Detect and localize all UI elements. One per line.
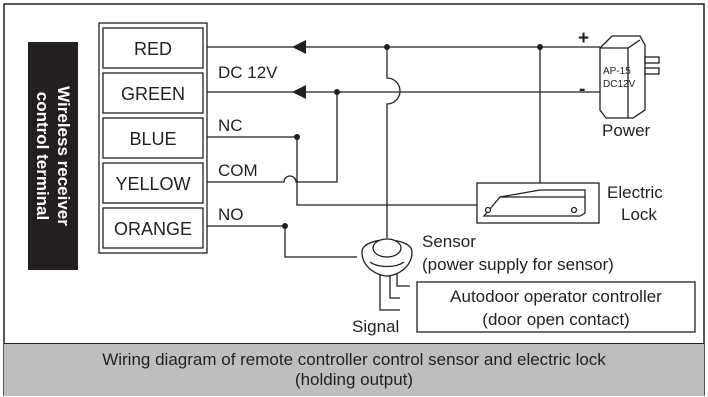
junctions [282,44,543,229]
lock-label-2: Lock [621,205,657,224]
controller-box [416,281,696,333]
arrow-left-icon [292,85,306,99]
sensor-label: Sensor [422,232,476,251]
terminal-block [98,22,208,254]
controller-sublabel: (door open contact) [482,310,629,329]
sensor-sublabel: (power supply for sensor) [422,255,614,274]
label-no: NO [218,205,244,224]
terminal-label-yellow: YELLOW [115,174,190,194]
terminal-orange [102,207,204,249]
terminal-label-green: GREEN [121,84,185,104]
terminal-side-label: Wireless receiver control terminal [28,42,78,270]
arrow-left-icon [292,40,306,54]
power-plus: + [578,28,589,49]
label-com: COM [218,161,258,180]
terminal-label-red: RED [134,39,172,59]
wire-red-sensor [386,47,401,238]
controller-label: Autodoor operator controller [450,287,662,306]
caption: Wiring diagram of remote controller cont… [4,350,704,390]
terminal-title-line2: control terminal [33,91,52,221]
terminal-title-line1: Wireless receiver [54,86,73,226]
signal-label: Signal [352,317,399,336]
terminal-blue [102,117,204,159]
terminal-yellow [102,162,204,204]
sensor-icon [361,238,413,277]
adapter-model: AP-15 [603,66,631,77]
wire-signal-b [389,272,400,299]
terminal-frame [98,22,208,254]
terminal-label-blue: BLUE [129,129,176,149]
wire-yellow [207,92,338,183]
caption-bar: Wiring diagram of remote controller cont… [4,343,704,396]
terminal-side-text: Wireless receiver control terminal [28,42,78,270]
wire-orange [207,225,357,258]
junction-dot [334,89,340,95]
label-nc: NC [218,116,243,135]
wires [207,46,600,311]
wire-nc-lock [296,170,477,206]
junction-dot [384,44,390,50]
wire-signal-c [396,272,410,287]
junction-dot [537,44,543,50]
junction-dot [294,134,300,140]
lock-label-1: Electric [607,183,663,202]
wire-signal-a [379,272,400,311]
power-label: Power [602,121,651,140]
arrows [292,40,306,99]
terminal-red [102,27,204,69]
adapter-voltage: DC12V [603,79,636,90]
terminal-green [102,72,204,114]
junction-dot [282,223,288,229]
electric-lock-icon [476,182,600,224]
label-dc12v: DC 12V [218,63,278,82]
caption-line1: Wiring diagram of remote controller cont… [102,350,606,369]
power-adapter-icon [599,35,660,119]
terminal-label-orange: ORANGE [114,219,192,239]
caption-line2: (holding output) [294,370,414,389]
power-minus: - [579,79,585,100]
